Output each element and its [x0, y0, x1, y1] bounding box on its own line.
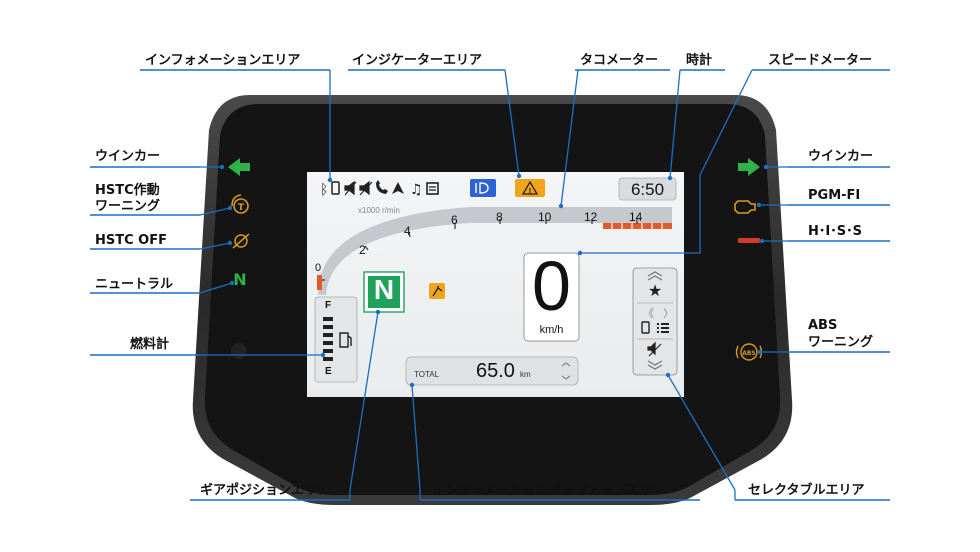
- info-area-icons: ᛒ ♫: [320, 180, 439, 198]
- rpm-tick-4: 4: [404, 224, 411, 238]
- speed-unit: km/h: [539, 324, 564, 336]
- abs-warning-icon: ABS: [735, 343, 763, 361]
- tachometer-ticks: [321, 219, 638, 281]
- label-hstc-off: HSTC OFF: [95, 233, 167, 248]
- label-info-popup-area: インフォメーションポップアップエリア: [432, 483, 666, 498]
- navigation-icon: [392, 182, 404, 194]
- fuel-empty-label: E: [325, 366, 332, 377]
- hstc-off-icon: [232, 233, 250, 249]
- odo-box: [405, 356, 579, 386]
- hiss-icon: [738, 238, 760, 243]
- svg-text:T: T: [238, 203, 245, 213]
- ambient-sensor: [231, 343, 247, 359]
- neutral-indicator-icon: N: [233, 270, 246, 289]
- left-winker-icon: [228, 158, 250, 176]
- rpm-unit-text: x1000 r/min: [358, 206, 400, 215]
- label-right-winker: ウインカー: [808, 149, 874, 164]
- list-icon: [657, 323, 669, 333]
- pgm-fi-icon: [734, 200, 756, 214]
- rpm-tick-2: 2: [359, 243, 366, 257]
- bluetooth-icon: ᛒ: [320, 182, 328, 198]
- mute-select-icon: [647, 341, 662, 357]
- label-hstc-warning-1: HSTC作動: [95, 183, 160, 198]
- label-clock: 時計: [686, 53, 713, 68]
- label-underlines: [90, 69, 890, 501]
- label-abs-2: ワーニング: [808, 335, 874, 350]
- leader-dots: [219, 164, 769, 388]
- svg-text:〉: 〉: [663, 307, 674, 320]
- mute-icon-2: [359, 180, 373, 196]
- label-left-winker: ウインカー: [95, 149, 161, 164]
- hstc-warning-icon: T: [231, 194, 249, 214]
- right-winker-icon: [738, 158, 760, 176]
- tachometer-needle-base: [317, 275, 322, 290]
- label-tachometer: タコメーター: [580, 53, 659, 68]
- speed-box: [523, 252, 580, 342]
- odo-value: 65.0: [476, 360, 515, 382]
- label-fuel-gauge: 燃料計: [130, 337, 170, 352]
- music-icon: ♫: [410, 182, 423, 198]
- gear-value: N: [373, 274, 395, 305]
- tachometer-redzone: [603, 223, 672, 229]
- message-icon: [426, 182, 439, 195]
- label-abs-1: ABS: [808, 318, 838, 333]
- leader-lines: [199, 69, 788, 491]
- odo-label: TOTAL: [414, 370, 440, 379]
- mute-icon: [344, 180, 357, 196]
- speed-value: 0: [532, 247, 571, 325]
- phone-select-icon: [641, 321, 650, 334]
- rpm-tick-10: 10: [538, 210, 552, 224]
- label-indicator-area: インジケーターエリア: [352, 53, 483, 68]
- label-neutral: ニュートラル: [95, 277, 174, 292]
- odo-toggle-icon: [561, 362, 571, 380]
- clock-text: 6:50: [630, 180, 665, 199]
- label-selectable-area: セレクタブルエリア: [748, 483, 865, 498]
- fuel-gauge-bars: [323, 317, 333, 361]
- warning-icon: [515, 179, 545, 197]
- label-pgm-fi: PGM-FI: [808, 188, 861, 203]
- side-stand-icon: [429, 283, 445, 299]
- svg-text:!: !: [528, 187, 531, 195]
- svg-text:《: 《: [643, 307, 654, 320]
- rpm-tick-6: 6: [451, 213, 458, 227]
- odo-unit: km: [520, 370, 531, 379]
- selectable-box: [632, 267, 678, 376]
- rpm-tick-12: 12: [584, 210, 598, 224]
- rpm-tick-0: 0: [315, 262, 322, 274]
- fuel-pump-icon: [339, 332, 352, 348]
- tachometer-band: [318, 207, 672, 295]
- fuel-full-label: F: [325, 300, 332, 311]
- phone-icon: [331, 181, 340, 195]
- label-hstc-warning-2: ワーニング: [95, 199, 161, 214]
- label-gear-position-area: ギアポジションエリア: [200, 483, 331, 498]
- label-speedometer: スピードメーター: [768, 53, 873, 68]
- label-info-area: インフォメーションエリア: [145, 53, 301, 68]
- rpm-tick-8: 8: [496, 210, 503, 224]
- label-hiss: H･I･S･S: [808, 224, 862, 239]
- star-icon: ★: [648, 281, 662, 300]
- headlight-icon: [470, 179, 496, 197]
- svg-text:ABS: ABS: [742, 350, 756, 357]
- clock-box: [618, 177, 677, 201]
- rpm-tick-14: 14: [629, 210, 643, 224]
- call-icon: [376, 180, 388, 194]
